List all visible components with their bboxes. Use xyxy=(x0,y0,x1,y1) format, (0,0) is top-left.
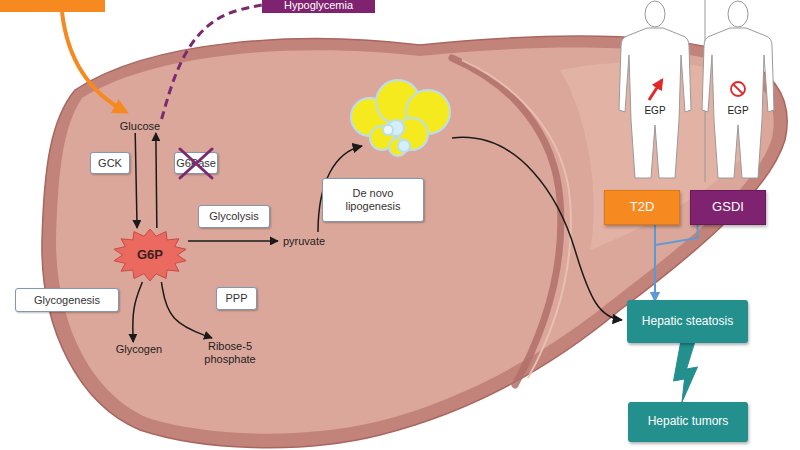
process-box: De novo lipogenesis xyxy=(322,178,424,222)
process-box: Glycolysis xyxy=(198,205,270,228)
flux-label: EGP xyxy=(716,104,760,118)
star-shape xyxy=(114,229,186,281)
lipid-droplets xyxy=(351,80,450,156)
node-text: Glycogen xyxy=(116,343,162,356)
node-text: Ribose-5 phosphate xyxy=(200,340,260,365)
metabolite-node: Glycogen xyxy=(110,342,168,356)
node-text: pyruvate xyxy=(283,235,325,248)
node-text: Hepatic tumors xyxy=(648,415,729,429)
cross-stroke xyxy=(180,149,212,178)
metabolite-node: pyruvate xyxy=(278,234,330,248)
condition-box: Hypoglycemia xyxy=(262,0,375,13)
increase-arrow xyxy=(649,80,662,100)
reaction-arrow xyxy=(133,282,143,342)
cause-arrow xyxy=(655,225,698,300)
steatosis-arrow xyxy=(452,137,622,320)
input-arrow xyxy=(62,12,126,112)
outcome-box: Hepatic steatosis xyxy=(627,300,748,343)
figure-head xyxy=(728,1,748,27)
reaction-arrow xyxy=(188,240,278,242)
lipid-droplet xyxy=(398,140,410,152)
disease-box: GSDI xyxy=(690,190,766,225)
flux-label: EGP xyxy=(633,104,677,118)
node-text: GSDI xyxy=(712,200,744,215)
node-text: Glycogenesis xyxy=(34,294,100,307)
metabolite-node: Glucose xyxy=(116,119,164,133)
liver-fissure-highlight xyxy=(462,60,571,378)
node-text: GCK xyxy=(98,157,122,170)
outcome-box: Hepatic tumors xyxy=(628,402,748,442)
no-sign xyxy=(731,82,745,96)
node-text: T2D xyxy=(630,200,655,215)
metabolite-star: G6P xyxy=(112,228,188,282)
disease-box: T2D xyxy=(604,190,680,225)
input-box-fragment xyxy=(0,0,105,12)
human-figure xyxy=(702,1,774,178)
reaction-arrow xyxy=(161,282,212,338)
process-box: PPP xyxy=(216,287,257,310)
liver-fissure xyxy=(452,58,561,385)
node-text: Glycolysis xyxy=(209,210,259,223)
no-sign-slash xyxy=(733,84,743,94)
figure-head xyxy=(645,1,665,27)
node-text: G6P xyxy=(137,248,163,263)
node-text: G6Pase xyxy=(176,157,216,170)
no-sign-circle xyxy=(731,82,745,96)
node-text: Glucose xyxy=(120,120,160,133)
cross-stroke xyxy=(180,149,212,178)
process-box: GCK xyxy=(90,152,130,174)
node-text: Hepatic steatosis xyxy=(642,315,733,329)
node-text: Hypoglycemia xyxy=(284,0,353,13)
lightning-bolt xyxy=(674,343,698,402)
metabolite-node: Ribose-5 phosphate xyxy=(200,338,260,368)
figure-body xyxy=(702,28,774,178)
human-figure xyxy=(619,1,691,178)
node-text: De novo lipogenesis xyxy=(337,187,409,212)
reaction-arrow xyxy=(135,133,137,228)
process-box: G6Pase xyxy=(174,152,218,174)
blocked-cross xyxy=(180,149,212,178)
dashed-link xyxy=(162,5,262,119)
process-box: Glycogenesis xyxy=(15,288,119,312)
node-text: PPP xyxy=(225,292,247,305)
reaction-arrow xyxy=(156,133,157,228)
figure-body xyxy=(619,28,691,178)
lipid-droplet xyxy=(383,125,393,135)
